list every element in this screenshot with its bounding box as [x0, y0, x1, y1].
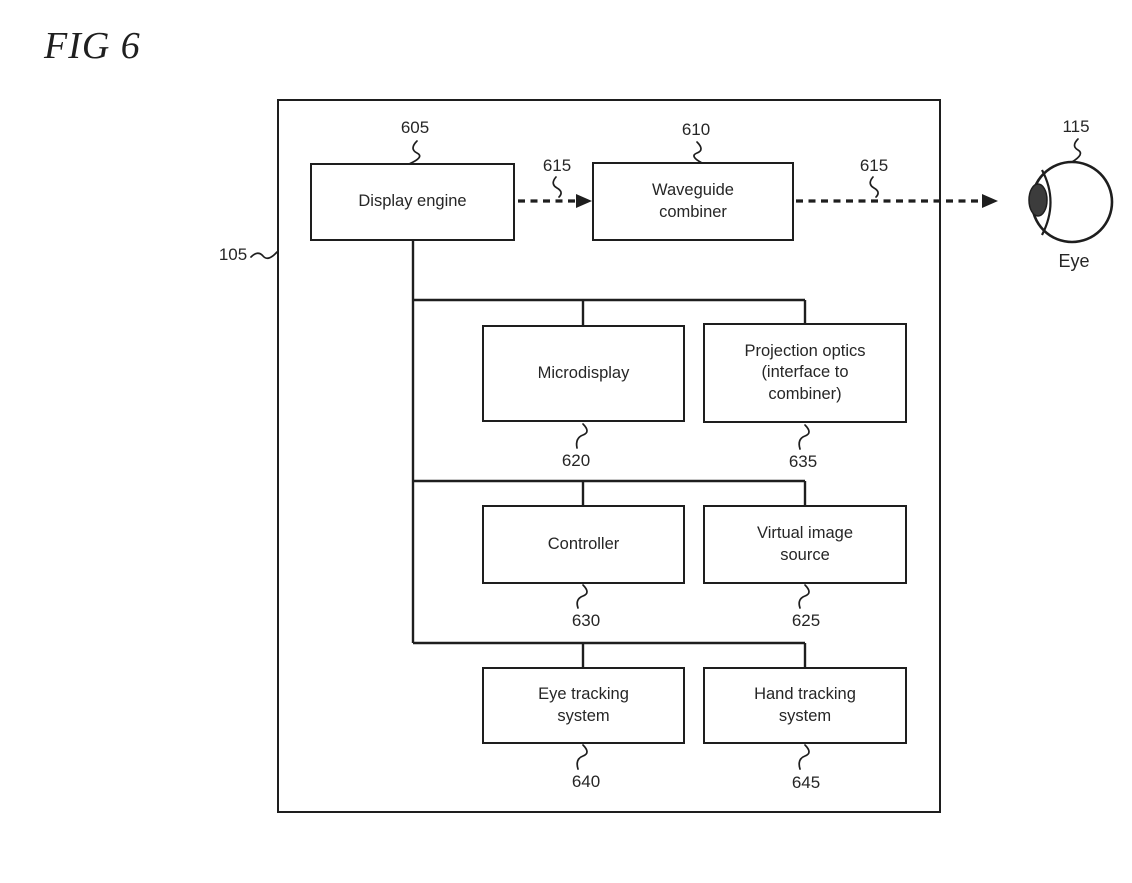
virtual-image-source-box: Virtual image source — [703, 505, 907, 584]
system-boundary-box — [277, 99, 941, 813]
ref-640: 640 — [571, 772, 601, 791]
figure-title: FIG 6 — [44, 25, 141, 67]
ref-610: 610 — [681, 120, 711, 139]
leader-lines — [250, 138, 1082, 770]
ref-635: 635 — [788, 452, 818, 471]
dashed-arrow-waveguide-to-eye — [796, 194, 998, 208]
ref-620: 620 — [561, 451, 591, 470]
eye-tracking-system-box: Eye tracking system — [482, 667, 685, 744]
ref-105: 105 — [218, 245, 248, 264]
ref-630: 630 — [571, 611, 601, 630]
eye-caption: Eye — [1058, 251, 1090, 271]
ref-605: 605 — [400, 118, 430, 137]
ref-615-left: 615 — [542, 156, 572, 175]
waveguide-combiner-box: Waveguide combiner — [592, 162, 794, 241]
display-engine-box: Display engine — [310, 163, 515, 241]
bus-connectors — [411, 240, 807, 668]
microdisplay-box: Microdisplay — [482, 325, 685, 422]
ref-645: 645 — [791, 773, 821, 792]
ref-615-right: 615 — [859, 156, 889, 175]
ref-625: 625 — [791, 611, 821, 630]
controller-box: Controller — [482, 505, 685, 584]
dashed-arrow-display-to-waveguide — [518, 194, 592, 208]
ref-115: 115 — [1062, 117, 1090, 136]
hand-tracking-system-box: Hand tracking system — [703, 667, 907, 744]
eye-icon — [1028, 160, 1114, 244]
projection-optics-box: Projection optics (interface to combiner… — [703, 323, 907, 423]
